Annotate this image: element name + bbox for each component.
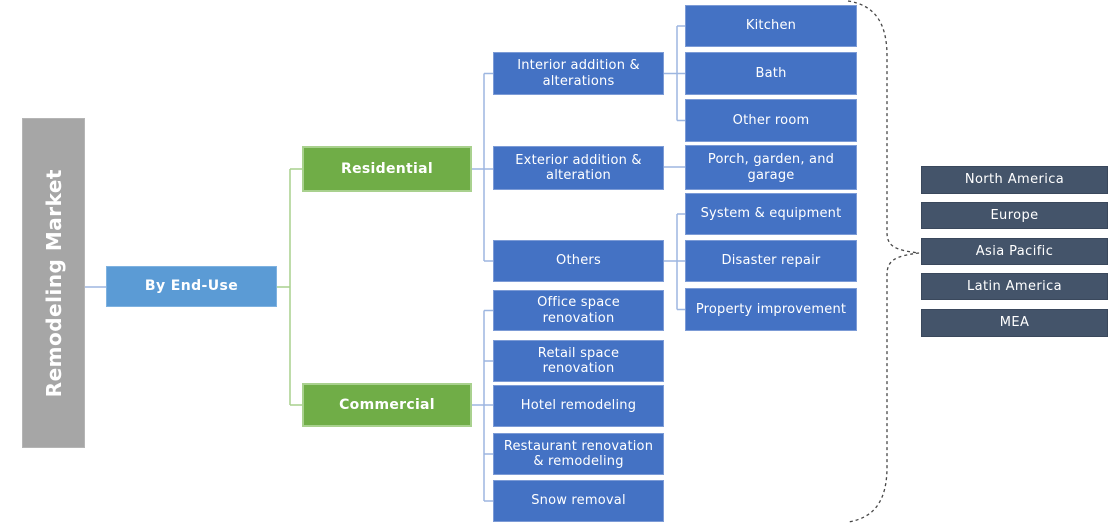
node-label: Snow removal bbox=[531, 493, 626, 509]
node-label: Porch, garden, and garage bbox=[707, 152, 835, 183]
region-label: Latin America bbox=[966, 278, 1063, 294]
node-commercial-label: Commercial bbox=[339, 396, 435, 413]
node-by-end-use-label: By End-Use bbox=[144, 278, 239, 295]
node-label: Others bbox=[556, 253, 601, 269]
node-label: Restaurant renovation & remodeling bbox=[503, 438, 654, 469]
region-europe: Europe bbox=[921, 202, 1108, 229]
node-office-space-renovation: Office space renovation bbox=[493, 290, 664, 331]
node-label: Retail space renovation bbox=[537, 345, 620, 376]
node-property-improvement: Property improvement bbox=[685, 288, 857, 331]
node-porch-garden-garage: Porch, garden, and garage bbox=[685, 145, 857, 190]
node-exterior-addition-alteration: Exterior addition & alteration bbox=[493, 146, 664, 190]
node-label: Other room bbox=[732, 112, 810, 128]
node-label: Bath bbox=[755, 65, 787, 81]
node-residential: Residential bbox=[302, 146, 472, 192]
node-disaster-repair: Disaster repair bbox=[685, 240, 857, 282]
node-label: Kitchen bbox=[745, 18, 797, 34]
node-restaurant-renovation-remodeling: Restaurant renovation & remodeling bbox=[493, 433, 664, 475]
region-asia-pacific: Asia Pacific bbox=[921, 238, 1108, 265]
node-snow-removal: Snow removal bbox=[493, 480, 664, 522]
region-label: North America bbox=[964, 172, 1065, 188]
region-label: MEA bbox=[999, 315, 1030, 331]
node-by-end-use: By End-Use bbox=[106, 266, 277, 307]
node-label: System & equipment bbox=[700, 206, 842, 222]
node-interior-addition-alterations: Interior addition & alterations bbox=[493, 52, 664, 95]
diagram-title: Remodeling Market bbox=[41, 168, 66, 398]
region-label: Asia Pacific bbox=[975, 243, 1054, 259]
node-other-room: Other room bbox=[685, 99, 857, 142]
node-label: Office space renovation bbox=[537, 295, 620, 326]
node-kitchen: Kitchen bbox=[685, 5, 857, 47]
node-label: Hotel remodeling bbox=[520, 398, 637, 414]
region-mea: MEA bbox=[921, 309, 1108, 337]
node-system-equipment: System & equipment bbox=[685, 193, 857, 235]
diagram-title-bar: Remodeling Market bbox=[22, 118, 85, 448]
node-hotel-remodeling: Hotel remodeling bbox=[493, 385, 664, 427]
green-connectors bbox=[277, 168, 302, 406]
region-north-america: North America bbox=[921, 166, 1108, 194]
node-label: Exterior addition & alteration bbox=[515, 152, 642, 183]
node-label: Disaster repair bbox=[721, 253, 821, 269]
blue-connectors bbox=[85, 25, 685, 502]
node-others: Others bbox=[493, 240, 664, 282]
region-label: Europe bbox=[990, 207, 1039, 223]
node-bath: Bath bbox=[685, 52, 857, 95]
node-retail-space-renovation: Retail space renovation bbox=[493, 340, 664, 382]
node-label: Property improvement bbox=[695, 301, 847, 317]
node-commercial: Commercial bbox=[302, 383, 472, 427]
node-label: Interior addition & alterations bbox=[517, 58, 640, 89]
region-latin-america: Latin America bbox=[921, 273, 1108, 300]
node-residential-label: Residential bbox=[341, 160, 433, 177]
regions-brace bbox=[847, 0, 920, 523]
